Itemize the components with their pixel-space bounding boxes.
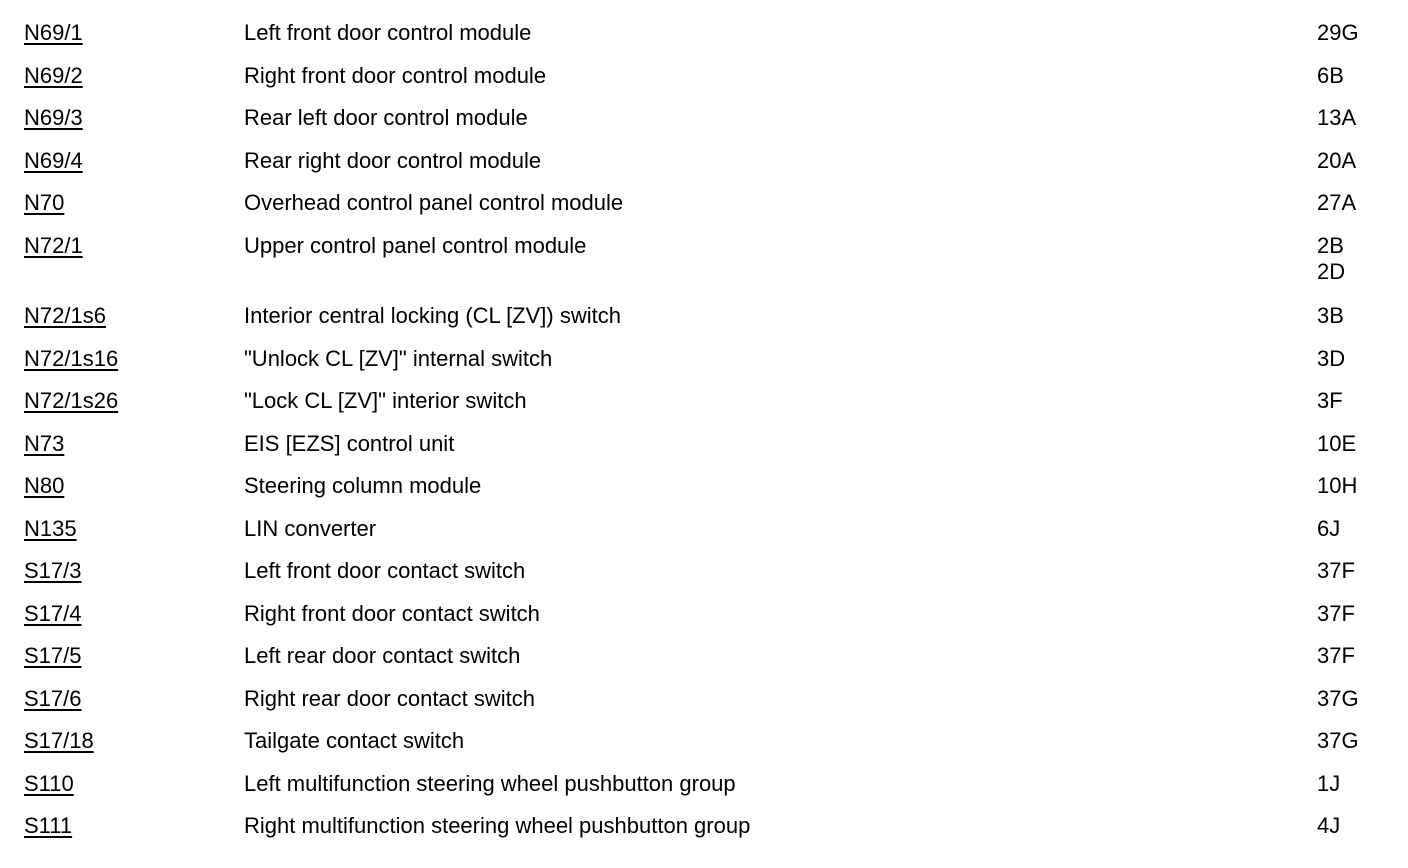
- component-location-code: 4J: [1317, 813, 1341, 838]
- table-row: N72/1s6 Interior central locking (CL [ZV]…: [0, 303, 1408, 345]
- component-id-link[interactable]: N70: [24, 190, 65, 215]
- component-location-code: 3B: [1317, 303, 1344, 328]
- component-id-link[interactable]: S17/4: [24, 601, 82, 626]
- component-location-code: 13A: [1317, 105, 1357, 130]
- component-description: Left front door contact switch: [244, 558, 526, 583]
- component-id-link[interactable]: N73: [24, 431, 65, 456]
- table-row: N80 Steering column module 10H: [0, 473, 1408, 515]
- component-description: Right rear door contact switch: [244, 686, 536, 711]
- component-id-link[interactable]: S110: [24, 771, 74, 796]
- component-description: Right multifunction steering wheel pushb…: [244, 813, 751, 838]
- component-id-link[interactable]: N69/4: [24, 148, 83, 173]
- component-description: Tailgate contact switch: [244, 728, 465, 753]
- component-id-link[interactable]: N72/1s26: [24, 388, 119, 413]
- component-location-code: 37F: [1317, 643, 1355, 668]
- component-location-code: 27A: [1317, 190, 1357, 215]
- table-row: N72/1s16 "Unlock CL [ZV]" internal switch…: [0, 346, 1408, 388]
- component-id-link[interactable]: N72/1s16: [24, 346, 119, 371]
- component-id-link[interactable]: N69/3: [24, 105, 83, 130]
- table-row: N72/1 Upper control panel control module 2…: [0, 233, 1408, 284]
- table-row: N69/4 Rear right door control module 20A: [0, 148, 1408, 190]
- component-location-code-secondary: 2D: [1317, 259, 1346, 284]
- component-description: Overhead control panel control module: [244, 190, 624, 215]
- table-row: S17/3 Left front door contact switch 37F: [0, 558, 1408, 600]
- component-location-code: 37G: [1317, 686, 1359, 711]
- table-row: S17/6 Right rear door contact switch 37G: [0, 686, 1408, 728]
- component-location-code: 20A: [1317, 148, 1357, 173]
- table-row: N73 EIS [EZS] control unit 10E: [0, 431, 1408, 473]
- table-row: N135 LIN converter 6J: [0, 516, 1408, 558]
- table-row: S17/18 Tailgate contact switch 37G: [0, 728, 1408, 770]
- table-row: N72/1s26 "Lock CL [ZV]" interior switch 3F: [0, 388, 1408, 430]
- component-description: Rear left door control module: [244, 105, 528, 130]
- component-location-code: 10H: [1317, 473, 1358, 498]
- component-id-link[interactable]: S17/5: [24, 643, 82, 668]
- component-location-code: 3D: [1317, 346, 1346, 371]
- component-location-code: 3F: [1317, 388, 1343, 413]
- component-location-code: 37F: [1317, 601, 1355, 626]
- component-location-code: 1J: [1317, 771, 1341, 796]
- component-id-link[interactable]: N72/1: [24, 233, 83, 258]
- component-id-link[interactable]: N72/1s6: [24, 303, 106, 328]
- component-location-code: 29G: [1317, 20, 1359, 45]
- table-row: N69/3 Rear left door control module 13A: [0, 105, 1408, 147]
- component-location-code: 6B: [1317, 63, 1344, 88]
- table-row: N70 Overhead control panel control module…: [0, 190, 1408, 232]
- component-location-code: 6J: [1317, 516, 1341, 541]
- component-description: Upper control panel control module: [244, 233, 587, 258]
- component-description: Left multifunction steering wheel pushbu…: [244, 771, 736, 796]
- component-id-link[interactable]: N80: [24, 473, 65, 498]
- table-row: S17/5 Left rear door contact switch 37F: [0, 643, 1408, 685]
- component-id-link[interactable]: N69/2: [24, 63, 83, 88]
- component-location-code: 37F: [1317, 558, 1355, 583]
- component-id-link[interactable]: N135: [24, 516, 77, 541]
- component-description: Left rear door contact switch: [244, 643, 521, 668]
- component-location-code: 2B: [1317, 233, 1344, 258]
- table-row: S110 Left multifunction steering wheel pu…: [0, 771, 1408, 813]
- component-description: EIS [EZS] control unit: [244, 431, 455, 456]
- component-description: LIN converter: [244, 516, 377, 541]
- table-row: N69/2 Right front door control module 6B: [0, 63, 1408, 105]
- table-row: S17/4 Right front door contact switch 37F: [0, 601, 1408, 643]
- component-description: Rear right door control module: [244, 148, 542, 173]
- component-description: Steering column module: [244, 473, 482, 498]
- component-description: Interior central locking (CL [ZV]) switc…: [244, 303, 621, 328]
- component-description: "Lock CL [ZV]" interior switch: [244, 388, 527, 413]
- table-row: N69/1 Left front door control module 29G: [0, 20, 1408, 62]
- table-row: S111 Right multifunction steering wheel p…: [0, 813, 1408, 855]
- component-id-link[interactable]: S17/3: [24, 558, 82, 583]
- component-description: Left front door control module: [244, 20, 532, 45]
- component-location-code: 37G: [1317, 728, 1359, 753]
- component-id-link[interactable]: N69/1: [24, 20, 83, 45]
- component-description: "Unlock CL [ZV]" internal switch: [244, 346, 553, 371]
- component-description: Right front door contact switch: [244, 601, 540, 626]
- component-id-link[interactable]: S17/18: [24, 728, 94, 753]
- component-id-link[interactable]: S17/6: [24, 686, 82, 711]
- component-location-code: 10E: [1317, 431, 1357, 456]
- component-id-link[interactable]: S111: [24, 813, 73, 838]
- component-description: Right front door control module: [244, 63, 547, 88]
